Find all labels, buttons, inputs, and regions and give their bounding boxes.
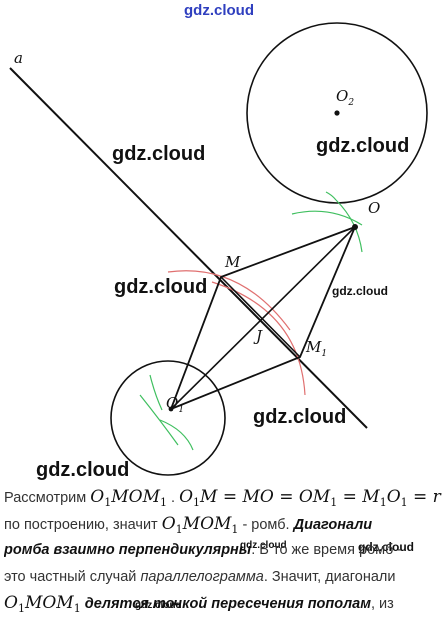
watermark-top: gdz.cloud xyxy=(184,2,254,19)
arc-green-o1-3 xyxy=(149,374,163,411)
text-line-5: O1MOM1 делятся точкой пересечения попола… xyxy=(4,590,444,617)
arc-green-o-3 xyxy=(325,191,337,201)
text-line-4: это частный случай параллелограмма. Знач… xyxy=(4,564,444,591)
watermark: gdz.cloud xyxy=(240,540,287,551)
math-o1mom1: O1MOM1 xyxy=(161,513,239,536)
arc-green-o-1 xyxy=(291,210,363,226)
text-run: . Значит, диагонали xyxy=(263,568,396,585)
text-run: , из xyxy=(370,596,394,612)
text-line-1: Рассмотрим O1MOM1 . O1M = MO = OM1 = M1O… xyxy=(4,484,444,511)
arc-red-m xyxy=(167,270,291,331)
label-m1: M1 xyxy=(305,338,327,359)
label-o2: O2 xyxy=(336,87,354,108)
math-equality: O1M = MO = OM1 = M1O1 = r xyxy=(179,487,441,509)
math-o1mom1: O1MOM1 xyxy=(90,487,167,509)
text-italic: параллелограмма xyxy=(140,568,264,585)
watermark: gdz.cloud xyxy=(135,600,182,611)
point-o xyxy=(352,224,358,230)
text-run: . В то же время ромб - xyxy=(251,542,403,558)
text-emphasis: ромба взаимно перпендикулярны xyxy=(4,542,252,558)
arc-red-m1 xyxy=(211,281,306,396)
text-run: Рассмотрим xyxy=(4,490,91,506)
watermark: gdz.cloud xyxy=(114,276,208,298)
label-o1: O1 xyxy=(166,394,184,415)
text-run: это частный случай xyxy=(4,568,141,585)
point-o1 xyxy=(168,406,174,412)
arc-green-o-2 xyxy=(335,199,363,253)
diagonal-o1-o xyxy=(170,226,356,410)
solution-text: Рассмотрим O1MOM1 . O1M = MO = OM1 = M1O… xyxy=(4,484,444,617)
text-run: по построению, значит xyxy=(4,516,162,533)
watermark: gdz.cloud xyxy=(253,406,347,428)
watermark: gdz.cloud xyxy=(332,284,388,298)
math-o1mom1: O1MOM1 xyxy=(4,593,81,615)
text-emphasis: Диагонали xyxy=(293,516,373,533)
text-line-2: по построению, значит O1MOM1 - ромб. Диа… xyxy=(4,511,444,538)
diagonal-m-m1 xyxy=(220,276,301,358)
watermark: gdz.cloud xyxy=(316,135,410,157)
label-m: M xyxy=(224,253,241,271)
label-j: J xyxy=(253,327,263,345)
text-line-3: ромба взаимно перпендикулярны. В то же в… xyxy=(4,537,444,564)
arc-green-o1-2 xyxy=(159,419,194,451)
label-line-a: a xyxy=(14,49,23,67)
text-emphasis: делятся точкой пересечения пополам xyxy=(80,596,371,612)
point-o2 xyxy=(334,110,340,116)
text-run: - ромб. xyxy=(238,516,294,533)
watermark: gdz.cloud xyxy=(36,459,130,481)
line-a xyxy=(9,67,368,429)
circle-o1 xyxy=(110,360,226,476)
watermark: gdz.cloud xyxy=(358,540,414,554)
watermark: gdz.cloud xyxy=(112,143,206,165)
circle-o2 xyxy=(246,22,428,204)
text-run: . xyxy=(166,490,180,506)
arc-green-o1-1 xyxy=(139,394,179,446)
label-o: O xyxy=(368,199,380,217)
